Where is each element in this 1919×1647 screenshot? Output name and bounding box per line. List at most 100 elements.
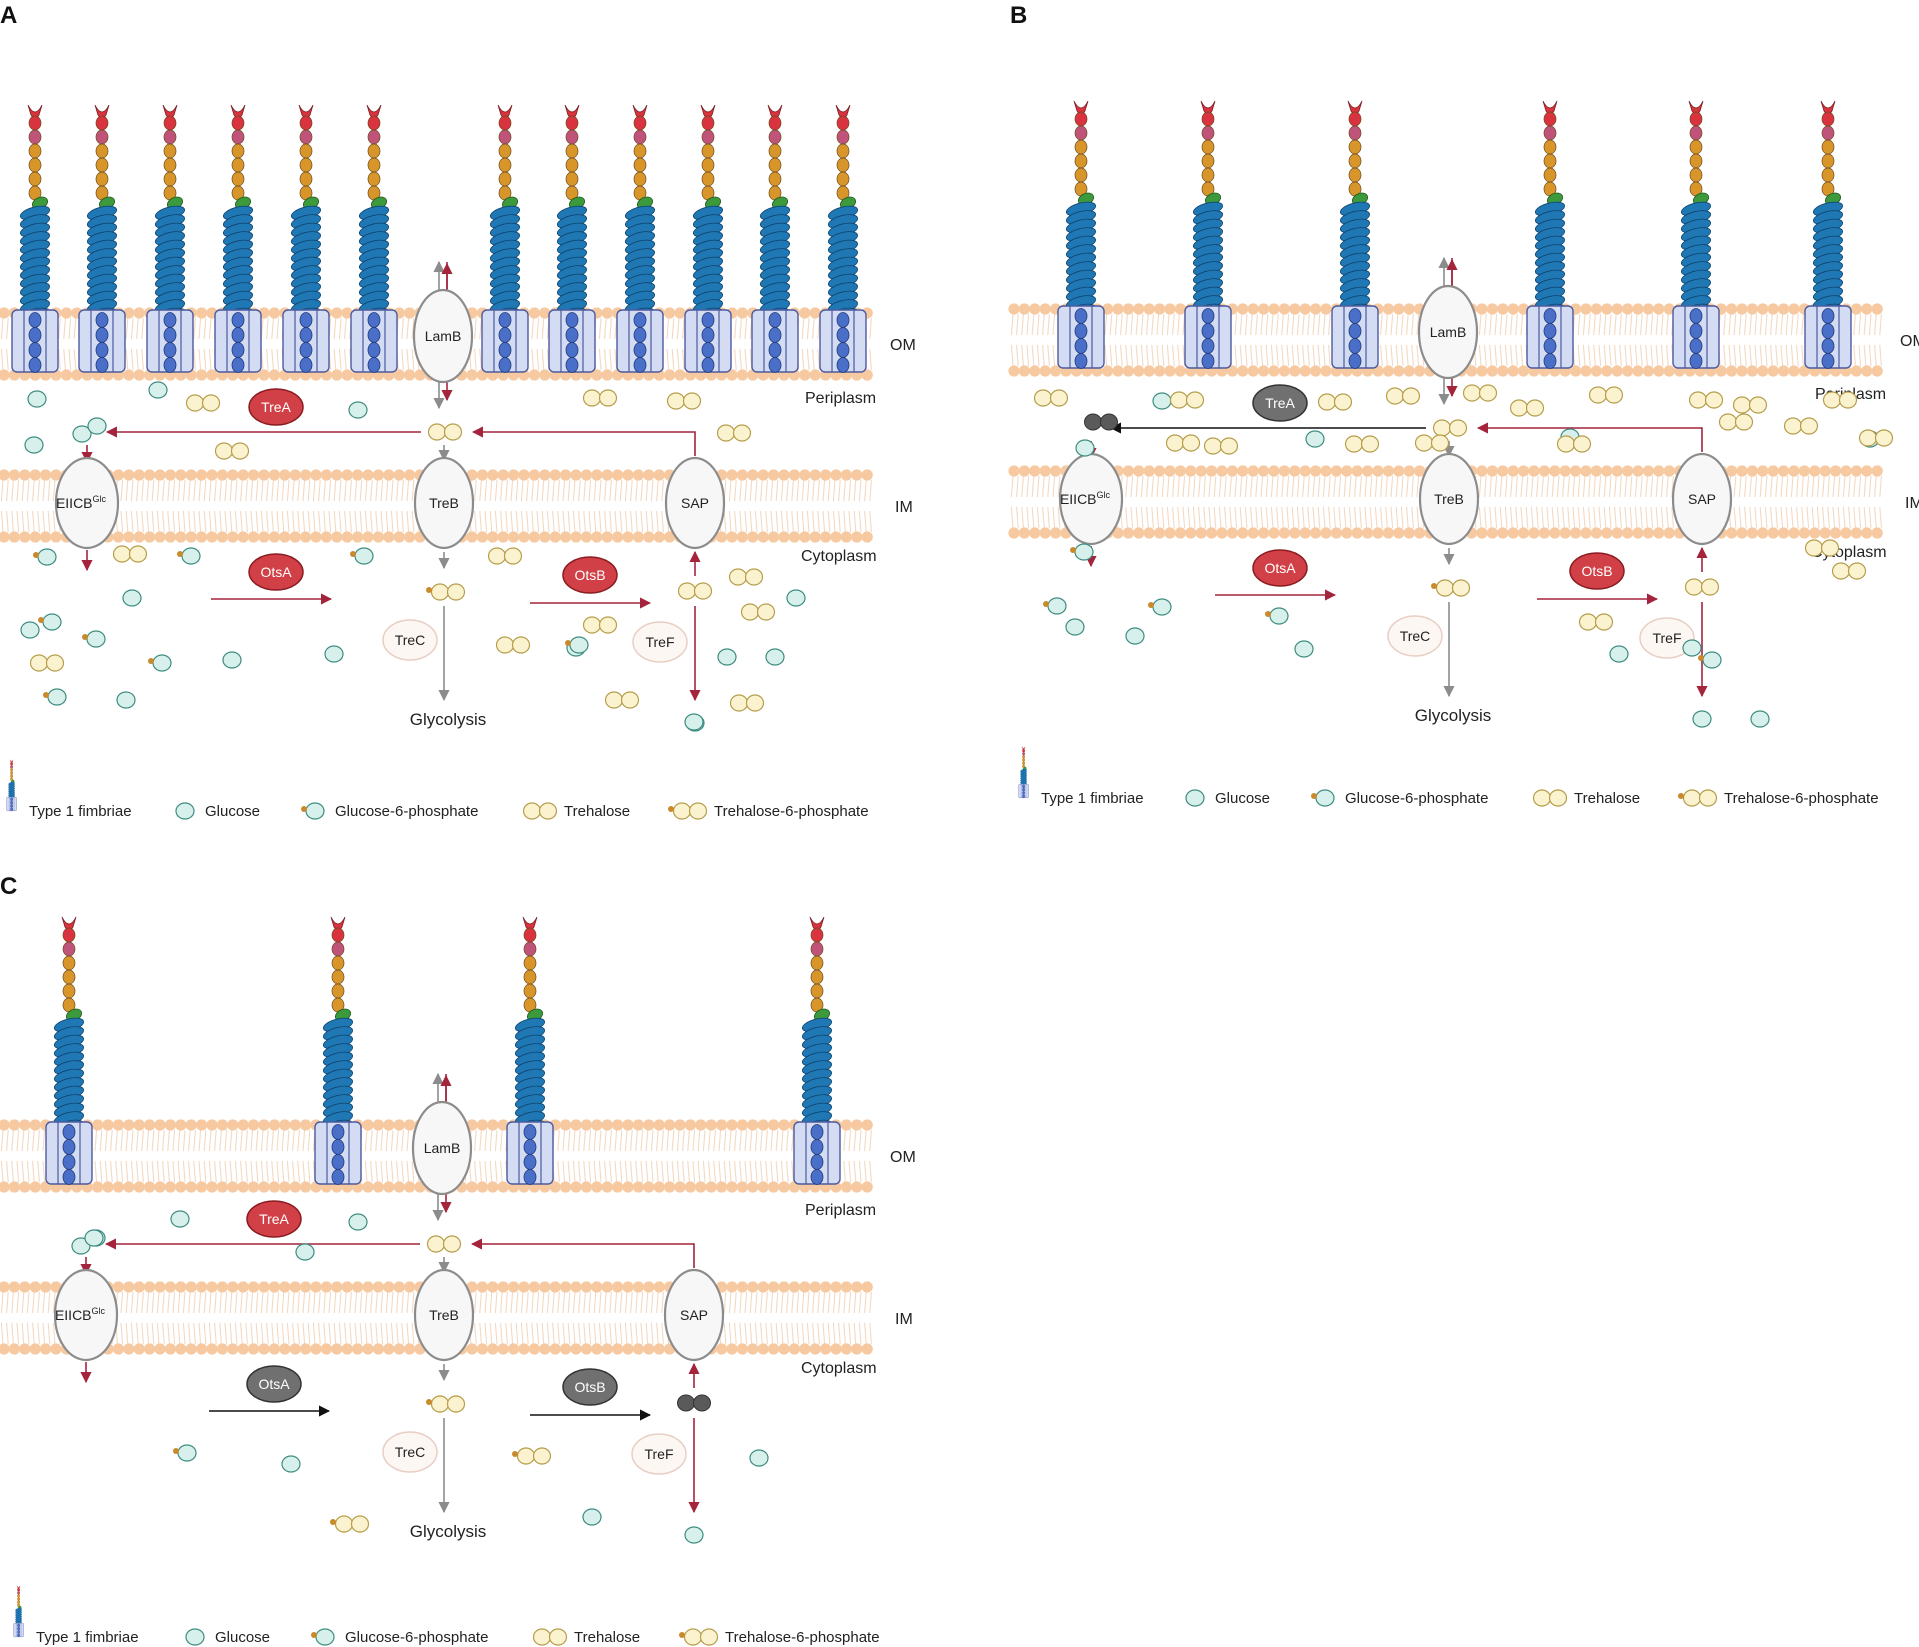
phosphate-group <box>330 1519 336 1525</box>
usher-pilin <box>1689 323 1703 339</box>
lipid-head <box>1736 465 1748 477</box>
lipid-head <box>1112 527 1124 539</box>
tip-subunit <box>498 129 512 145</box>
tip-subunit <box>331 927 345 943</box>
lipid-head <box>1601 465 1613 477</box>
lipid-head <box>1247 303 1259 315</box>
lipid-head <box>736 1119 749 1131</box>
lipid-head <box>799 531 811 543</box>
tref-enzyme-body <box>1639 617 1695 659</box>
trehalose-molecule <box>1033 389 1069 407</box>
lipid-head <box>1185 527 1197 539</box>
tip-subunit <box>1201 111 1215 127</box>
lipid-head <box>102 1119 114 1131</box>
trehalose-molecule <box>604 691 640 709</box>
trehalose-ring <box>446 583 466 601</box>
lipid-head <box>674 1181 686 1193</box>
phosphate-group <box>1698 655 1704 661</box>
lipid-head <box>341 1281 353 1293</box>
lipid-head <box>154 531 166 543</box>
lipid-head <box>580 1181 593 1193</box>
lipid-head <box>570 469 582 481</box>
lipid-head <box>1414 465 1426 477</box>
trea-enzyme: TreA <box>248 388 304 426</box>
glucose-molecule <box>786 589 806 607</box>
lipid-head <box>1809 527 1821 539</box>
lipid-head <box>414 369 426 381</box>
lipid-head <box>341 1343 353 1355</box>
usher-pilin <box>633 312 647 328</box>
tip-subunit <box>1821 153 1835 169</box>
usher-pilin <box>163 342 177 358</box>
trehalose-6-phosphate-molecule <box>668 802 708 820</box>
lipid-head <box>601 307 613 319</box>
legend-fimbria-icon <box>1018 746 1029 799</box>
lipid-head <box>612 1281 624 1293</box>
tip-subunit <box>633 157 647 173</box>
lipid-head <box>383 469 395 481</box>
trehalose-ring <box>1401 387 1421 405</box>
lipid-head <box>164 531 176 543</box>
glucose-molecule <box>1152 392 1172 410</box>
lipid-head <box>289 1181 301 1193</box>
lipid-head <box>632 1281 645 1293</box>
tip-subunit <box>565 143 579 159</box>
lipid-head <box>144 1119 156 1131</box>
trehalose-ring <box>1049 389 1069 407</box>
lipid-head <box>1570 527 1582 539</box>
trehalose-ring <box>598 616 618 634</box>
lipid-head <box>1590 303 1602 315</box>
trehalose-6-phosphate-molecule <box>1431 579 1471 597</box>
lipid-head <box>788 1281 801 1293</box>
lipid-head <box>528 1343 541 1355</box>
sap-transporter: SAP <box>664 456 726 550</box>
trehalose-ring <box>1432 419 1452 437</box>
usher-pilin <box>163 357 177 373</box>
glucose-molecule <box>175 802 195 820</box>
trehalose-molecule <box>1509 399 1545 417</box>
lipid-head <box>497 1119 509 1131</box>
tip-subunit <box>523 927 537 943</box>
usher-pilin <box>1074 353 1088 369</box>
sap-export-arrow <box>1476 422 1703 452</box>
lipid-head <box>123 531 135 543</box>
trehalose-ring <box>426 1235 446 1253</box>
lipid-head <box>1237 303 1249 315</box>
lipid-head <box>248 1119 260 1131</box>
lipid-head <box>851 1281 863 1293</box>
lipid-head <box>830 1343 842 1355</box>
glucose-ring <box>1702 651 1722 669</box>
lipid-head <box>1466 365 1478 377</box>
glucose-6-phosphate-molecule <box>565 636 589 654</box>
sap-transporter-body <box>663 1268 725 1362</box>
usher-pilin <box>95 327 109 343</box>
tip-subunit <box>367 157 381 173</box>
usher-pilin <box>836 312 850 328</box>
lipid-head <box>1393 365 1405 377</box>
trehalose-ring <box>756 603 776 621</box>
usher-pilin <box>231 327 245 343</box>
trec-enzyme-label: TreC <box>395 1444 426 1460</box>
lipid-head <box>1767 527 1779 539</box>
sap-transporter-body <box>1671 452 1733 546</box>
lipid-head <box>1663 365 1675 377</box>
legend-glucose-label: Glucose <box>215 1629 270 1646</box>
trec-enzyme: TreC <box>1387 615 1443 657</box>
tip-subunit <box>1543 153 1557 169</box>
lipid-head <box>341 307 353 319</box>
lipid-head <box>560 469 572 481</box>
usher-pilin <box>523 1124 537 1140</box>
lipid-head <box>268 1343 280 1355</box>
trehalose-ring <box>1360 435 1380 453</box>
lipid-head <box>185 1181 197 1193</box>
dark-ring <box>677 1394 695 1412</box>
lipid-head <box>206 1181 218 1193</box>
lipid-head <box>206 531 218 543</box>
trehalose-ring <box>430 583 450 601</box>
glucose-ring <box>569 636 589 654</box>
trehalose-ring <box>1831 562 1851 580</box>
usher-pilin <box>17 1623 21 1628</box>
glucose-6-phosphate-molecule <box>350 547 374 565</box>
lipid-head <box>1476 465 1488 477</box>
glucose-molecule <box>684 1526 704 1544</box>
